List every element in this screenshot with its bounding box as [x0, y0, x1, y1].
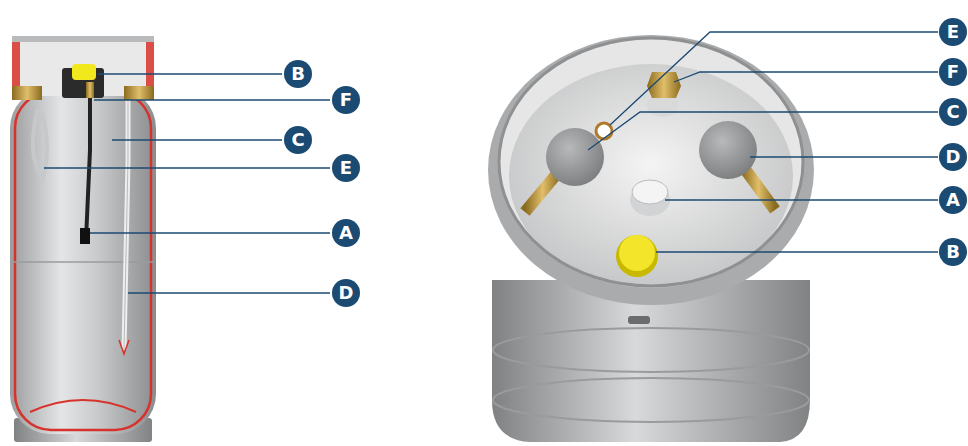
callout-letter: B [284, 60, 312, 88]
callout-letter: B [939, 238, 967, 266]
callout-letter: D [332, 279, 360, 307]
callout-letter: C [939, 98, 967, 126]
callout-letter: F [939, 58, 967, 86]
callout-letter: F [332, 86, 360, 114]
callout-letter: E [939, 18, 967, 46]
callout-letter: A [332, 219, 360, 247]
callout-letter: E [332, 154, 360, 182]
callout-letter: D [939, 143, 967, 171]
callout-letter: A [939, 186, 967, 214]
callout-letter: C [284, 126, 312, 154]
